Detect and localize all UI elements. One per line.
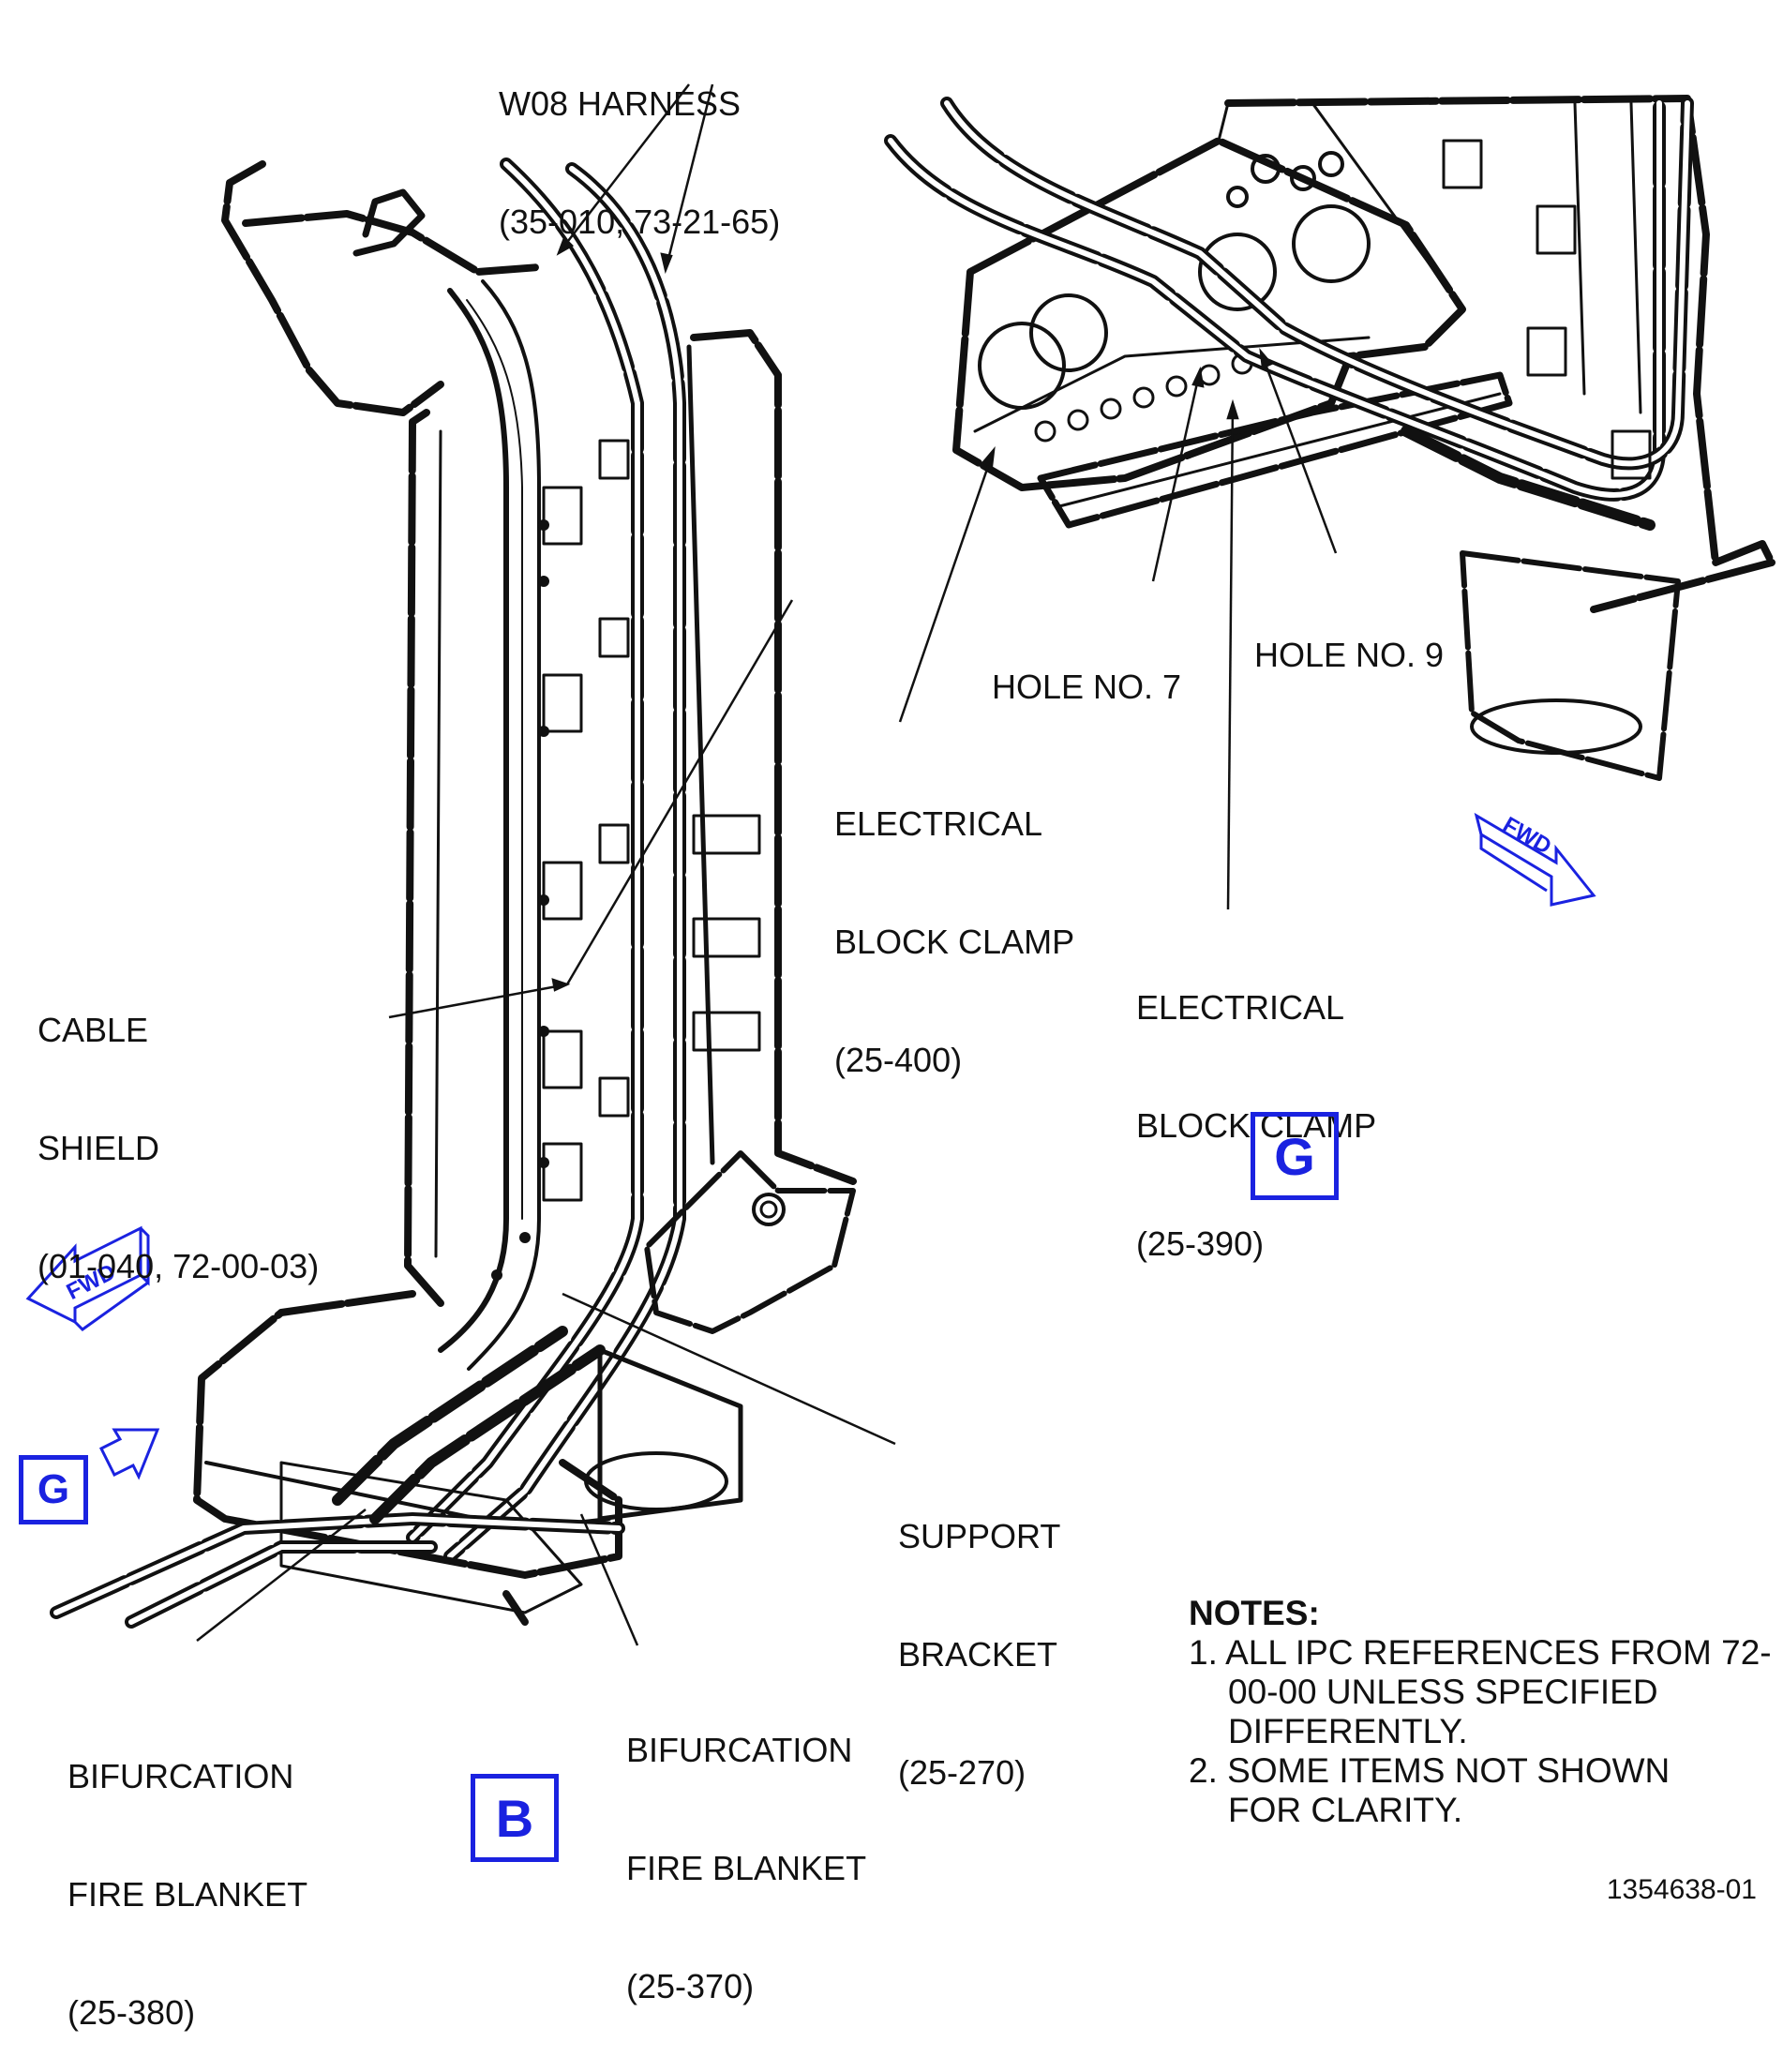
fwd-arrow-left-icon: [25, 1225, 150, 1331]
note-item-1: 1. ALL IPC REFERENCES FROM 72-00-00 UNLE…: [1189, 1633, 1772, 1750]
figure-number: 1354638-01: [1606, 1874, 1757, 1905]
callout-hole-9: HOLE NO. 9: [1254, 636, 1445, 674]
note-item-2: 2. SOME ITEMS NOT SHOWN FOR CLARITY.: [1189, 1751, 1671, 1829]
view-marker-g-title[interactable]: G: [1251, 1112, 1339, 1200]
callout-bifurcation-fire-blanket-380: BIFURCATION FIRE BLANKET (25-380): [67, 1757, 308, 2032]
callout-electrical-block-clamp-400: ELECTRICAL BLOCK CLAMP (25-400): [834, 804, 1075, 1079]
notes-heading: NOTES:: [1189, 1594, 1320, 1632]
view-marker-b[interactable]: B: [471, 1774, 559, 1862]
view-b-leaders: [196, 83, 896, 1646]
callout-hole-7: HOLE NO. 7: [992, 668, 1182, 706]
harness-illustration: FWD: [25, 83, 1776, 1646]
fwd-arrow-right-label: FWD: [1499, 812, 1556, 860]
view-g-assembly: [884, 95, 1776, 781]
view-marker-g-reference[interactable]: G: [19, 1455, 88, 1524]
callout-bifurcation-fire-blanket-370: BIFURCATION FIRE BLANKET (25-370): [626, 1731, 867, 2005]
callout-electrical-block-clamp-390: ELECTRICAL BLOCK CLAMP (25-390): [1136, 988, 1377, 1263]
view-g-leaders: [898, 348, 1338, 910]
callout-cable-shield: CABLE SHIELD (01-040, 72-00-03): [37, 1011, 320, 1285]
notes-block: NOTES: 1. ALL IPC REFERENCES FROM 72-00-…: [1189, 1594, 1783, 1830]
callout-support-bracket: SUPPORT BRACKET (25-270): [898, 1517, 1061, 1792]
view-g-pointer-icon: [98, 1428, 160, 1480]
view-b-assembly: [50, 158, 857, 1629]
callout-w08-harness: W08 HARNESS (35-010, 73-21-65): [499, 84, 781, 241]
fwd-arrow-right-icon: [1474, 812, 1596, 907]
